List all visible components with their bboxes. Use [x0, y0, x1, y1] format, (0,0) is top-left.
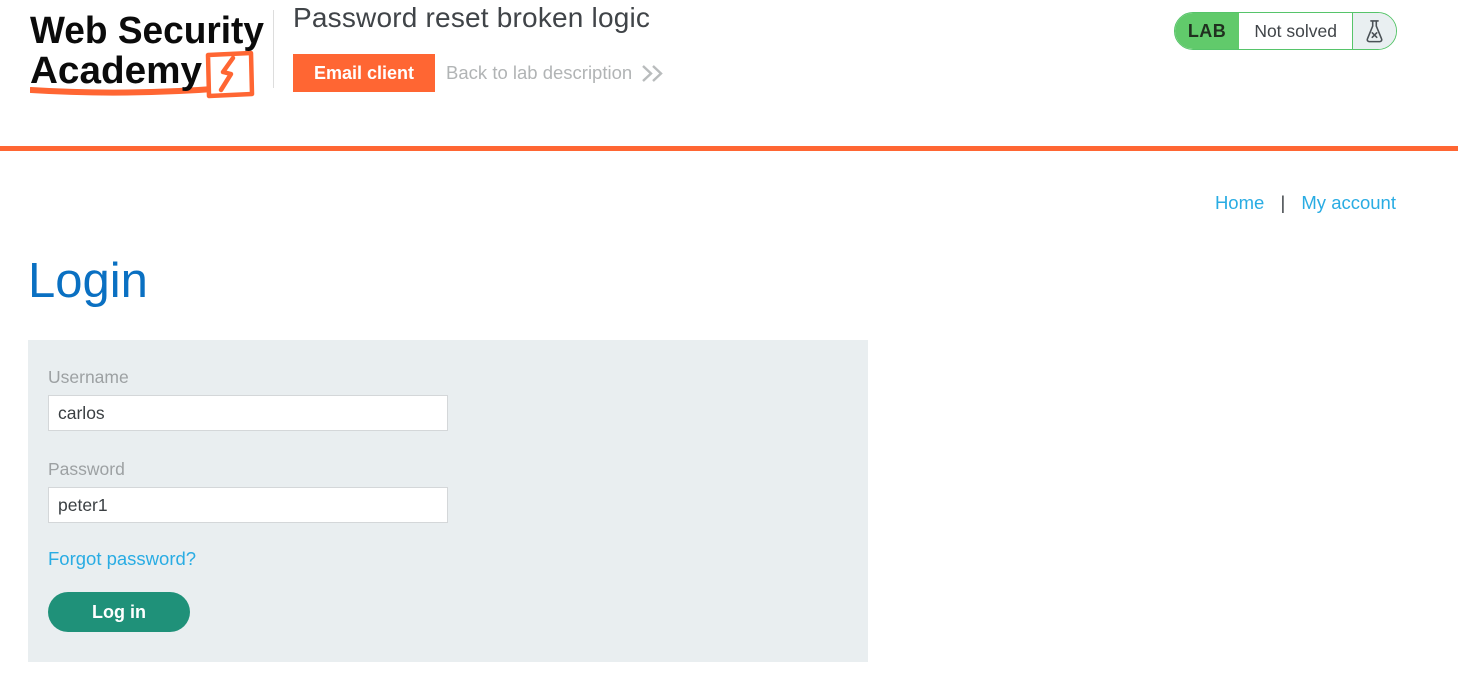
- password-input[interactable]: [48, 487, 448, 523]
- login-form: Username Password Forgot password? Log i…: [28, 340, 868, 662]
- lightning-box-icon: [205, 50, 255, 99]
- header-divider: [273, 10, 274, 88]
- login-button[interactable]: Log in: [48, 592, 190, 632]
- back-to-lab-description-link[interactable]: Back to lab description: [446, 62, 667, 84]
- logo-text-line2: Academy: [30, 50, 202, 92]
- nav-separator: |: [1280, 192, 1286, 213]
- lab-title: Password reset broken logic: [293, 2, 651, 33]
- back-link-label: Back to lab description: [446, 62, 633, 83]
- home-link[interactable]: Home: [1214, 192, 1265, 213]
- logo-text-line1: Web Security: [30, 10, 264, 52]
- my-account-link[interactable]: My account: [1301, 192, 1396, 213]
- forgot-password-link[interactable]: Forgot password?: [48, 548, 197, 569]
- web-security-academy-logo[interactable]: Web Security Academy: [28, 8, 270, 105]
- lab-status-text: Not solved: [1239, 13, 1353, 49]
- main-content: Home | My account Login Username Passwor…: [0, 151, 1458, 687]
- username-input[interactable]: [48, 395, 448, 431]
- password-label: Password: [48, 459, 125, 479]
- logo-underline: [28, 85, 230, 96]
- email-client-button[interactable]: Email client: [293, 54, 436, 92]
- header: Web Security Academy Password reset brok…: [0, 0, 1458, 151]
- double-chevron-icon: [642, 64, 663, 82]
- lab-status-badge: LAB Not solved: [1173, 12, 1397, 50]
- flask-icon: [1353, 13, 1396, 49]
- title-links: Email client Back to lab description: [293, 54, 667, 92]
- lab-badge-label: LAB: [1174, 13, 1240, 49]
- title-block: Password reset broken logic Email client…: [293, 2, 667, 92]
- login-heading: Login: [28, 254, 148, 308]
- username-label: Username: [48, 367, 129, 387]
- account-nav: Home | My account: [1215, 192, 1396, 214]
